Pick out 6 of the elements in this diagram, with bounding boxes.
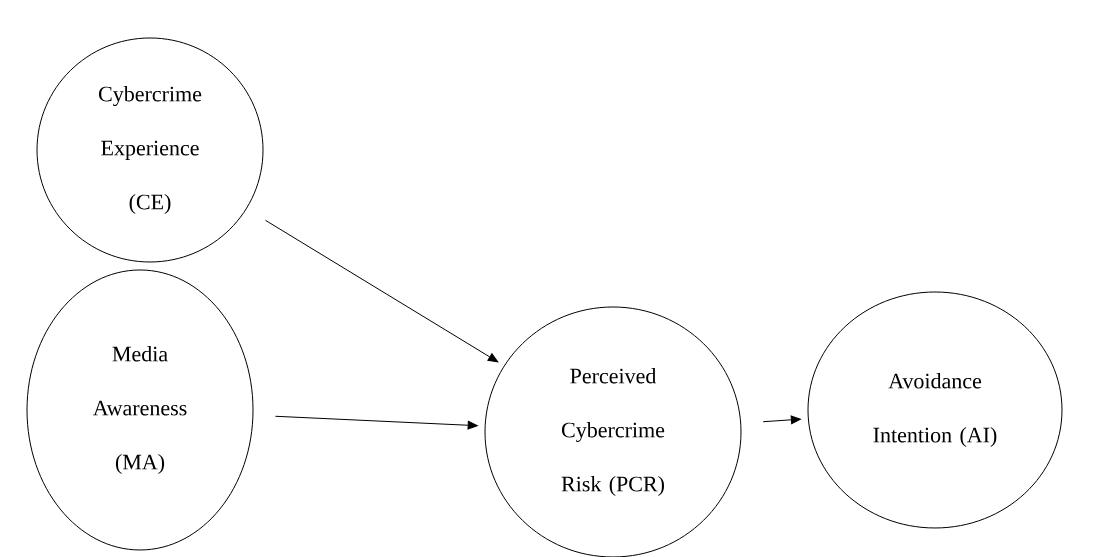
arrow: [762, 415, 802, 425]
ellipse-node: Cybercrime Experience (CE): [36, 37, 264, 263]
arrow: [265, 219, 499, 363]
arrow: [274, 415, 478, 430]
ellipse-node: Avoidance Intention (AI): [807, 291, 1063, 529]
ellipse-node: Media Awareness (MA): [26, 269, 254, 551]
